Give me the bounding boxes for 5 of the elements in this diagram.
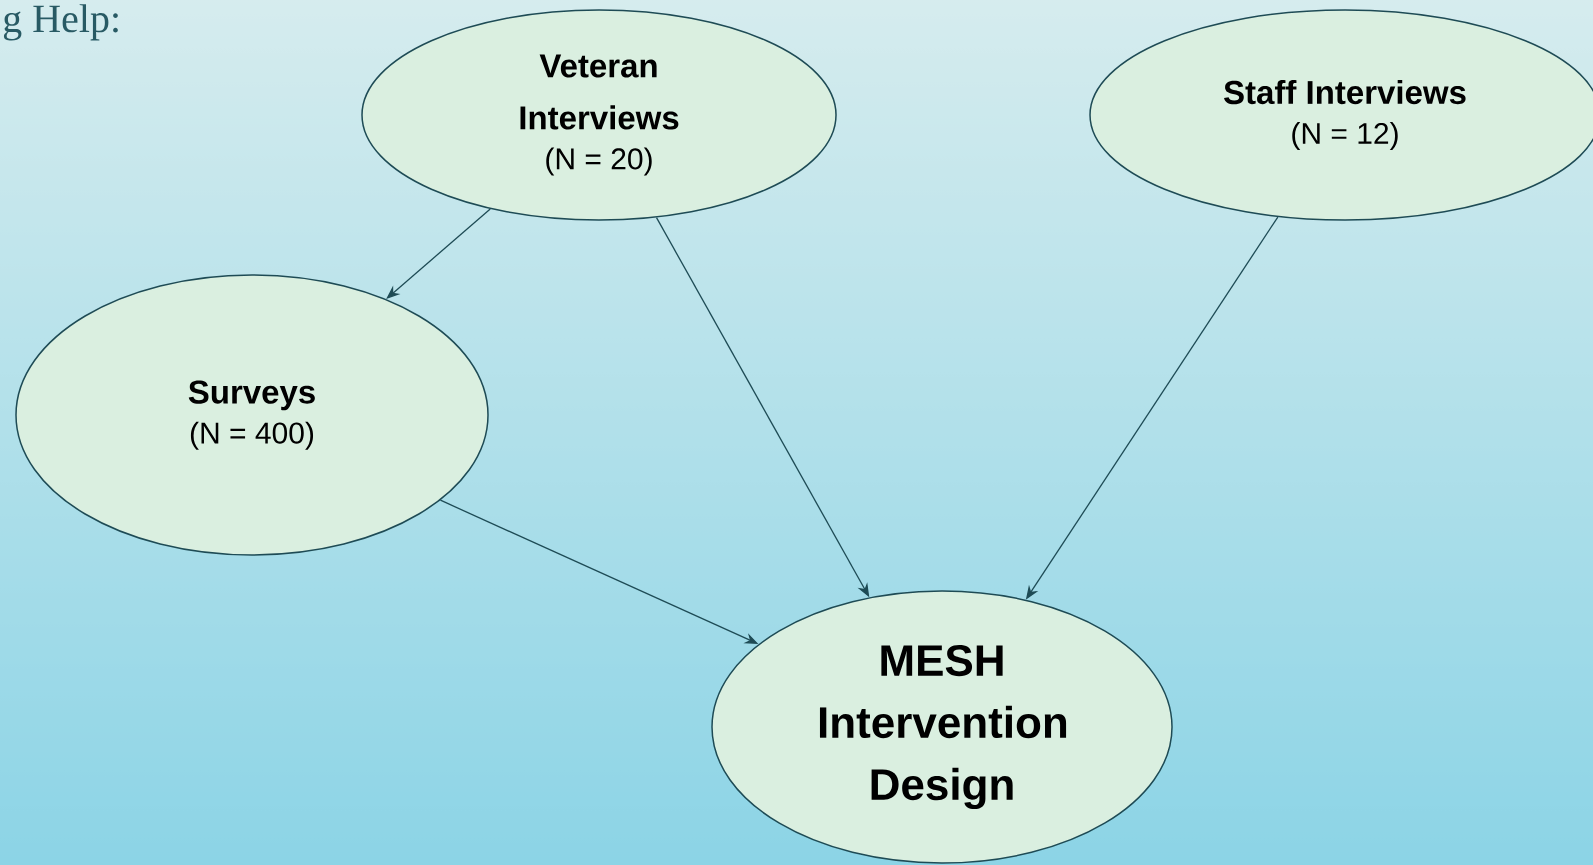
ellipse-node: MESH Intervention Design: [711, 590, 1173, 864]
ellipse-node: Veteran Interviews (N = 20): [361, 9, 837, 221]
heading-text: g Help:: [3, 4, 118, 41]
ellipse-node: Surveys (N = 400): [15, 274, 489, 556]
ellipse-node: Staff Interviews (N = 12): [1089, 9, 1593, 221]
